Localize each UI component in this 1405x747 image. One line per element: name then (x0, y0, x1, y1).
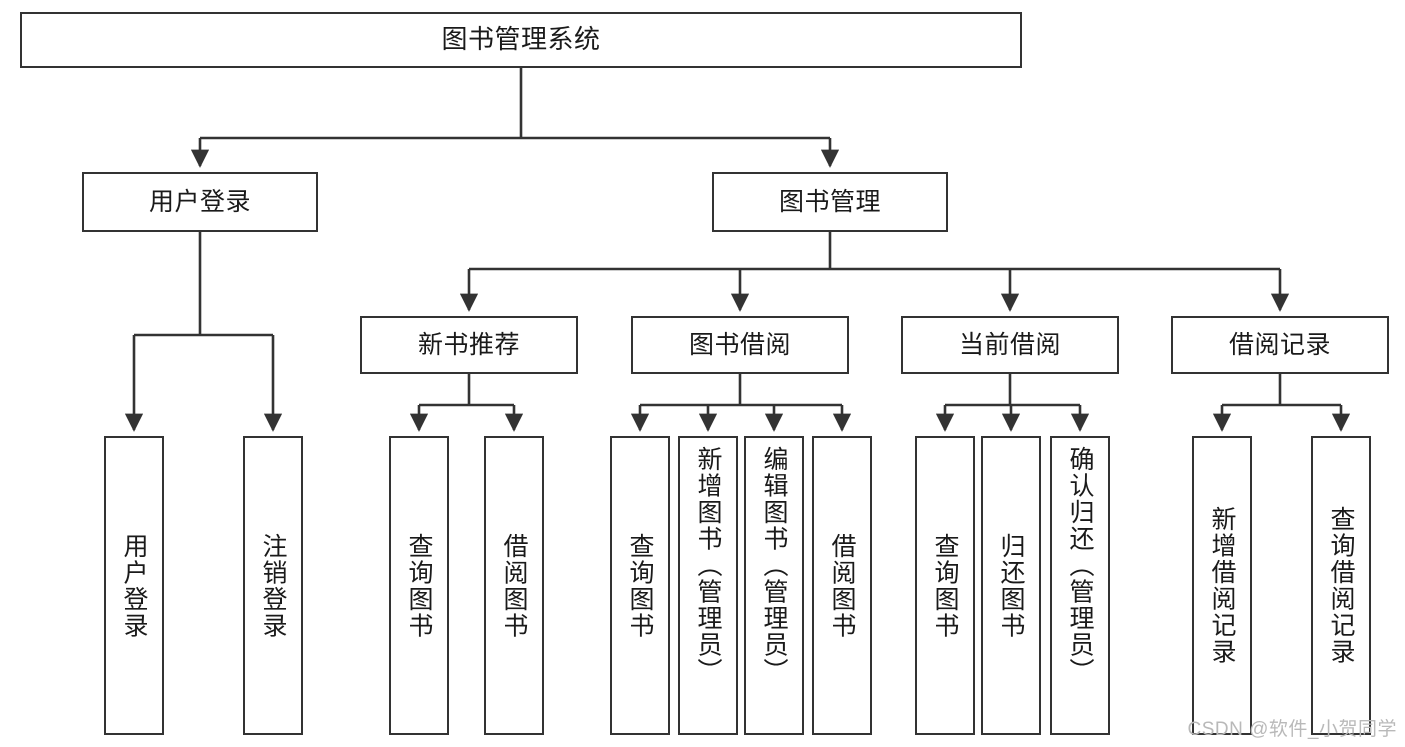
node-add-borrow-record[interactable]: 新增借阅记录 (1192, 436, 1252, 735)
node-edit-book-admin-label: 编辑图书（管理员） (760, 446, 788, 685)
node-book-borrow-label: 图书借阅 (688, 330, 791, 359)
node-edit-book-admin[interactable]: 编辑图书（管理员） (744, 436, 804, 735)
node-user-login-action[interactable]: 用户登录 (104, 436, 164, 735)
node-query-borrow-record-label: 查询借阅记录 (1327, 506, 1355, 665)
node-confirm-return-admin-label: 确认归还（管理员） (1066, 446, 1094, 685)
node-book-borrow[interactable]: 图书借阅 (631, 316, 849, 374)
node-user-login-action-label: 用户登录 (120, 532, 148, 639)
node-logout-action-label: 注销登录 (259, 532, 287, 639)
node-query-book-recommend[interactable]: 查询图书 (389, 436, 449, 735)
node-new-book-recommend[interactable]: 新书推荐 (360, 316, 578, 374)
node-return-book[interactable]: 归还图书 (981, 436, 1041, 735)
node-query-book-current-label: 查询图书 (931, 532, 959, 639)
node-current-borrow[interactable]: 当前借阅 (901, 316, 1119, 374)
node-query-borrow-record[interactable]: 查询借阅记录 (1311, 436, 1371, 735)
node-query-book-borrow[interactable]: 查询图书 (610, 436, 670, 735)
node-borrow-records[interactable]: 借阅记录 (1171, 316, 1389, 374)
node-root[interactable]: 图书管理系统 (20, 12, 1022, 68)
node-query-book-recommend-label: 查询图书 (405, 532, 433, 639)
node-query-book-current[interactable]: 查询图书 (915, 436, 975, 735)
node-confirm-return-admin[interactable]: 确认归还（管理员） (1050, 436, 1110, 735)
node-add-borrow-record-label: 新增借阅记录 (1208, 506, 1236, 665)
node-return-book-label: 归还图书 (997, 532, 1025, 639)
node-add-book-admin[interactable]: 新增图书（管理员） (678, 436, 738, 735)
node-borrow-book-recommend[interactable]: 借阅图书 (484, 436, 544, 735)
node-borrow-book-action-label: 借阅图书 (828, 532, 856, 639)
node-logout-action[interactable]: 注销登录 (243, 436, 303, 735)
node-new-book-recommend-label: 新书推荐 (417, 330, 520, 359)
node-borrow-book-recommend-label: 借阅图书 (500, 532, 528, 639)
node-root-label: 图书管理系统 (441, 24, 601, 55)
node-user-login[interactable]: 用户登录 (82, 172, 318, 232)
node-book-management-label: 图书管理 (778, 187, 881, 216)
node-borrow-book-action[interactable]: 借阅图书 (812, 436, 872, 735)
node-borrow-records-label: 借阅记录 (1228, 330, 1331, 359)
node-book-management[interactable]: 图书管理 (712, 172, 948, 232)
node-add-book-admin-label: 新增图书（管理员） (694, 446, 722, 685)
watermark: CSDN @软件_小贺同学 (1187, 719, 1397, 740)
node-current-borrow-label: 当前借阅 (958, 330, 1061, 359)
node-query-book-borrow-label: 查询图书 (626, 532, 654, 639)
node-user-login-label: 用户登录 (148, 187, 251, 216)
